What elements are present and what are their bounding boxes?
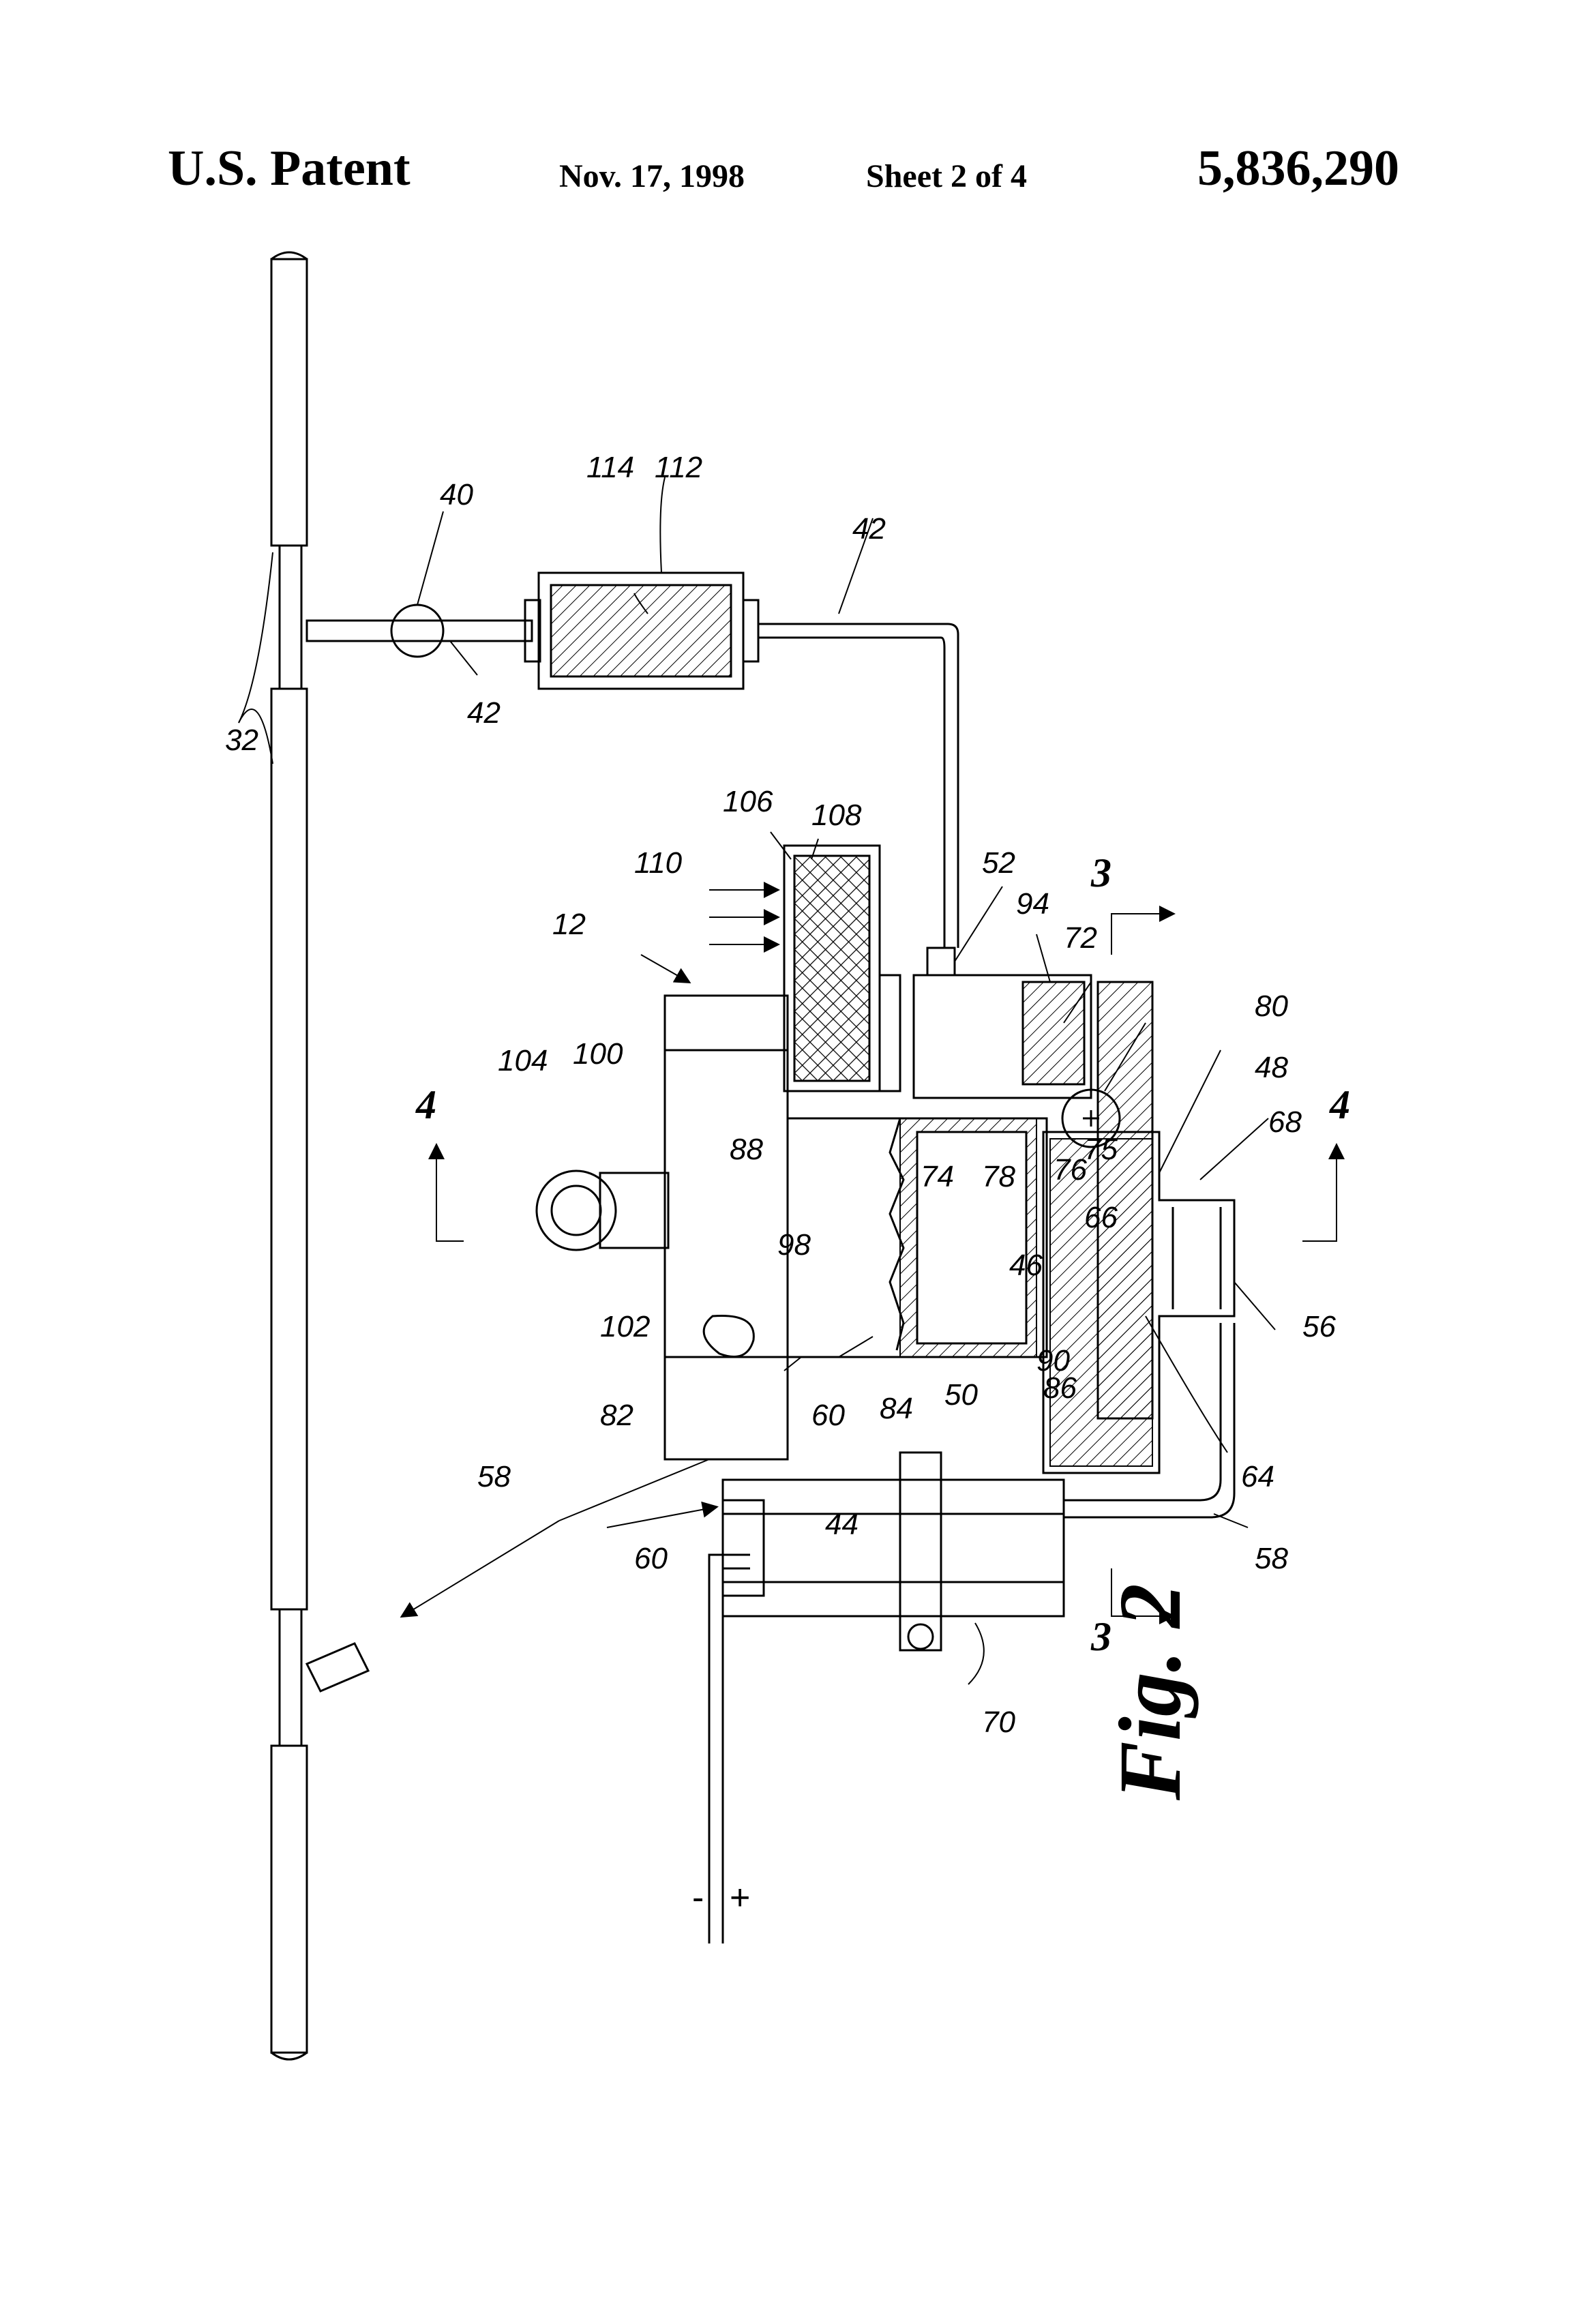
label-75: 75: [1084, 1133, 1118, 1166]
label-66: 66: [1084, 1201, 1118, 1234]
label-60-lower: 60: [634, 1542, 668, 1575]
label-94: 94: [1016, 887, 1049, 921]
label-112: 112: [655, 451, 702, 484]
label-90: 90: [1036, 1344, 1070, 1377]
airflow-arrows-110: [709, 890, 777, 944]
label-42-lower: 42: [467, 696, 501, 730]
label-60-upper: 60: [811, 1399, 845, 1432]
section-mark-4-right: 4: [1329, 1082, 1350, 1127]
label-104: 104: [498, 1044, 548, 1077]
section-line-4: [436, 1146, 1337, 1241]
label-78: 78: [982, 1160, 1015, 1193]
heater-106: [784, 846, 900, 1091]
label-72: 72: [1064, 921, 1097, 955]
label-42-upper: 42: [852, 512, 886, 546]
label-80: 80: [1255, 989, 1288, 1023]
label-58-upper: 58: [477, 1460, 511, 1493]
label-56: 56: [1302, 1310, 1336, 1343]
figure-caption: Fig. 2: [1101, 1583, 1199, 1801]
label-32: 32: [225, 724, 258, 757]
label-108: 108: [811, 799, 862, 832]
cylinder-46: [788, 1118, 1047, 1357]
label-64: 64: [1241, 1460, 1274, 1493]
section-mark-3-top: 3: [1090, 850, 1111, 895]
label-84: 84: [880, 1392, 913, 1425]
label-68: 68: [1268, 1105, 1302, 1139]
label-82: 82: [600, 1399, 633, 1432]
label-76: 76: [1054, 1153, 1087, 1187]
label-102: 102: [600, 1310, 650, 1343]
filter-112: [525, 573, 758, 689]
label-48: 48: [1255, 1051, 1288, 1084]
polarity-plus: +: [730, 1878, 750, 1918]
pump-44: [723, 1452, 1064, 1650]
label-106: 106: [723, 785, 773, 818]
label-110: 110: [634, 846, 683, 880]
label-100: 100: [573, 1037, 623, 1071]
label-50: 50: [944, 1378, 978, 1412]
label-12: 12: [552, 908, 586, 941]
label-40: 40: [440, 478, 473, 511]
label-52: 52: [982, 846, 1015, 880]
label-74: 74: [921, 1160, 954, 1193]
label-44: 44: [825, 1508, 859, 1541]
label-70: 70: [982, 1705, 1015, 1739]
label-98: 98: [777, 1228, 811, 1262]
housing-100: [665, 996, 788, 1459]
polarity-minus: -: [692, 1878, 704, 1918]
label-58-lower: 58: [1255, 1542, 1288, 1575]
section-mark-4-left: 4: [415, 1082, 436, 1127]
label-88: 88: [730, 1133, 763, 1166]
motor-104: [537, 1171, 668, 1250]
label-46: 46: [1009, 1249, 1043, 1282]
branch-tube-42: [307, 605, 532, 657]
main-pipe-32: [271, 252, 307, 2059]
label-114: 114: [586, 451, 634, 484]
